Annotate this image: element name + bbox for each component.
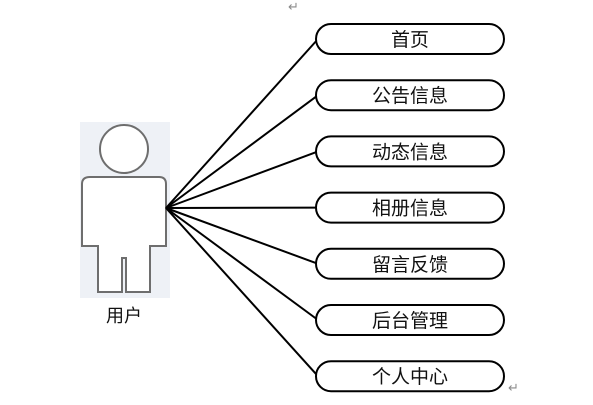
use-case: 留言反馈 bbox=[315, 247, 505, 280]
use-case-oval bbox=[315, 191, 505, 224]
use-case-label: 动态信息 bbox=[372, 141, 448, 163]
paragraph-mark-bottom: ↵ bbox=[508, 381, 519, 396]
use-case-label: 首页 bbox=[391, 29, 429, 51]
use-case: 个人中心 bbox=[315, 360, 505, 393]
association-line bbox=[165, 207, 319, 321]
actor-label: 用户 bbox=[106, 306, 142, 327]
actor-head bbox=[99, 124, 149, 174]
association-line bbox=[165, 94, 319, 209]
use-case-oval bbox=[315, 79, 505, 112]
use-case-oval bbox=[315, 135, 505, 168]
use-case-oval bbox=[315, 304, 505, 336]
use-case-label: 相册信息 bbox=[372, 198, 448, 220]
paragraph-mark-top: ↵ bbox=[288, 0, 299, 15]
association-lines bbox=[165, 38, 319, 377]
use-case-label: 后台管理 bbox=[372, 310, 448, 332]
use-case-label: 公告信息 bbox=[372, 85, 448, 107]
use-case-oval bbox=[315, 23, 505, 55]
use-case: 公告信息 bbox=[315, 79, 505, 112]
use-case-oval bbox=[315, 247, 505, 280]
association-line bbox=[165, 150, 319, 209]
use-case: 首页 bbox=[315, 23, 505, 55]
use-case-label: 留言反馈 bbox=[372, 254, 448, 276]
use-case: 后台管理 bbox=[315, 304, 505, 336]
association-line bbox=[165, 207, 319, 265]
use-case: 动态信息 bbox=[315, 135, 505, 168]
association-line bbox=[165, 38, 319, 209]
actor-figure bbox=[80, 122, 170, 298]
use-case: 相册信息 bbox=[315, 191, 505, 224]
actor-body bbox=[81, 176, 167, 293]
use-case-oval bbox=[315, 360, 505, 393]
association-line bbox=[165, 207, 319, 377]
use-case-label: 个人中心 bbox=[372, 366, 448, 388]
